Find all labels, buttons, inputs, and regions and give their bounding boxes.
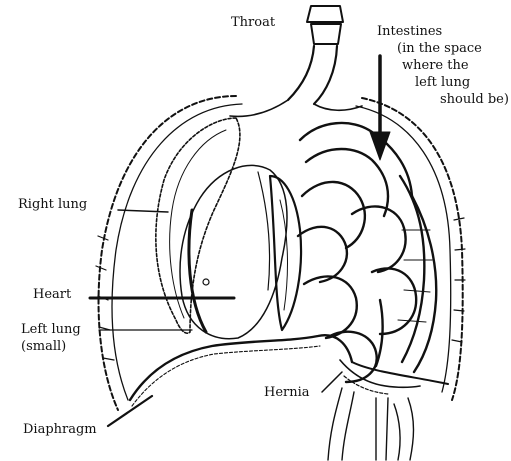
- left-lung-label-line-1: Left lung: [21, 322, 81, 339]
- diaphragm-label: Diaphragm: [23, 422, 97, 439]
- right-lung-drawing: [156, 118, 240, 333]
- intestines-label-line-3: where the: [377, 58, 509, 75]
- left-lung-label-line-2: (small): [21, 339, 81, 356]
- throat-label: Throat: [231, 15, 275, 32]
- intestines-label: Intestines (in the space where the left …: [377, 24, 509, 108]
- intestines-label-line-4: left lung: [377, 75, 509, 92]
- intestines-drawing: [298, 123, 436, 382]
- abdominal-structures: [328, 388, 414, 460]
- rib-cage: [96, 96, 465, 410]
- heart-label: Heart: [33, 287, 71, 304]
- intestines-label-line-2: (in the space: [377, 41, 509, 58]
- left-lung-label: Left lung (small): [21, 322, 81, 356]
- right-lung-label: Right lung: [18, 197, 87, 214]
- intestines-label-line-5: should be): [377, 92, 509, 109]
- hernia-label: Hernia: [264, 385, 310, 402]
- intestines-label-line-1: Intestines: [377, 24, 442, 39]
